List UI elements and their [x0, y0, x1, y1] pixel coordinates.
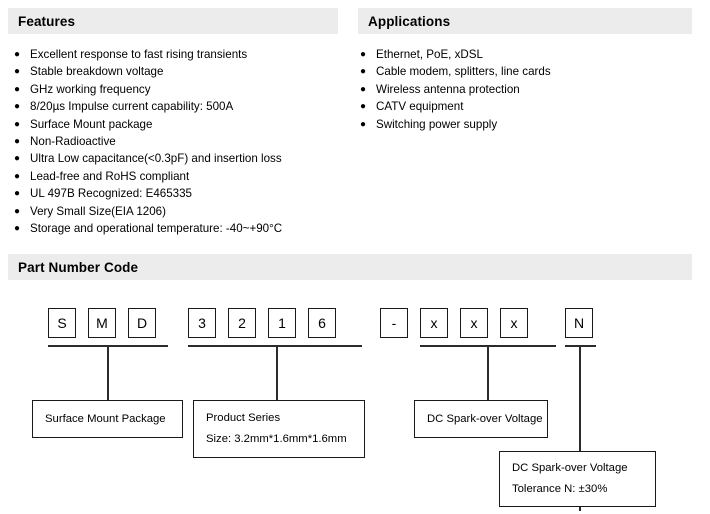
application-item: ● Wireless antenna protection — [360, 81, 700, 98]
leader-line-package — [107, 345, 109, 400]
bullet-dot-icon: ● — [14, 205, 21, 217]
part-number-char-box-voltage: x — [460, 308, 488, 338]
bullet-dot-icon: ● — [14, 66, 21, 78]
features-section-header: Features — [8, 8, 338, 34]
part-number-char-box-series: 1 — [268, 308, 296, 338]
bullet-dot-icon: ● — [14, 101, 21, 113]
bullet-dot-icon: ● — [14, 118, 21, 130]
feature-item-label: Very Small Size(EIA 1206) — [30, 204, 166, 218]
bracket-line-series — [188, 345, 362, 347]
bullet-dot-icon: ● — [360, 66, 367, 78]
part-number-char-box-tolerance: N — [565, 308, 593, 338]
callout-line: DC Spark-over Voltage — [427, 412, 543, 425]
callout-box-series: Product Series Size: 3.2mm*1.6mm*1.6mm — [193, 400, 365, 458]
feature-item-label: Stable breakdown voltage — [30, 65, 164, 79]
callout-line: Product Series — [206, 412, 281, 424]
part-number-char-box-package: S — [48, 308, 76, 338]
bullet-dot-icon: ● — [14, 83, 21, 95]
bullet-dot-icon: ● — [360, 118, 367, 130]
leader-line-tolerance — [579, 345, 581, 511]
callout-box-tolerance: DC Spark-over Voltage Tolerance N: ±30% — [499, 451, 656, 507]
bullet-dot-icon: ● — [360, 83, 367, 95]
part-number-char-box-series: 6 — [308, 308, 336, 338]
feature-item-label: Surface Mount package — [30, 117, 153, 131]
feature-item: ● Surface Mount package — [14, 116, 344, 133]
callout-line: Size: 3.2mm*1.6mm*1.6mm — [206, 433, 347, 445]
application-item-label: Cable modem, splitters, line cards — [376, 65, 551, 79]
part-number-char-box-series: 3 — [188, 308, 216, 338]
applications-section-header: Applications — [358, 8, 692, 34]
feature-item: ● Excellent response to fast rising trans… — [14, 46, 344, 63]
callout-line: Surface Mount Package — [45, 412, 166, 425]
bullet-dot-icon: ● — [360, 101, 367, 113]
leader-line-voltage — [487, 345, 489, 400]
feature-item: ● Lead-free and RoHS compliant — [14, 168, 344, 185]
callout-box-package: Surface Mount Package — [32, 400, 183, 438]
bullet-dot-icon: ● — [14, 170, 21, 182]
feature-item-label: Storage and operational temperature: -40… — [30, 222, 283, 236]
feature-item: ● Very Small Size(EIA 1206) — [14, 203, 344, 220]
part-number-code-section-header: Part Number Code — [8, 254, 692, 280]
application-item-label: Switching power supply — [376, 117, 498, 131]
feature-item-label: GHz working frequency — [30, 82, 151, 96]
part-number-char-box-series: 2 — [228, 308, 256, 338]
features-title: Features — [18, 13, 76, 29]
callout-line: Tolerance N: ±30% — [512, 483, 608, 495]
part-number-char-box-package: M — [88, 308, 116, 338]
applications-list: ● Ethernet, PoE, xDSL ● Cable modem, splitt… — [360, 46, 700, 133]
application-item-label: CATV equipment — [376, 100, 464, 114]
part-number-code-title: Part Number Code — [18, 259, 139, 275]
feature-item-label: Ultra Low capacitance(<0.3pF) and insert… — [30, 152, 282, 166]
feature-item: ● 8/20µs Impulse current capability: 500A — [14, 98, 344, 115]
feature-item: ● Storage and operational temperature: -4… — [14, 220, 344, 237]
application-item: ● Ethernet, PoE, xDSL — [360, 46, 700, 63]
part-number-char-box-voltage: x — [420, 308, 448, 338]
feature-item-label: Lead-free and RoHS compliant — [30, 169, 190, 183]
feature-item: ● UL 497B Recognized: E465335 — [14, 185, 344, 202]
application-item: ● Switching power supply — [360, 116, 700, 133]
callout-box-voltage: DC Spark-over Voltage — [414, 400, 548, 438]
feature-item: ● GHz working frequency — [14, 81, 344, 98]
application-item-label: Wireless antenna protection — [376, 82, 520, 96]
part-number-char-box-package: D — [128, 308, 156, 338]
applications-title: Applications — [368, 13, 451, 29]
bullet-dot-icon: ● — [14, 136, 21, 148]
feature-item: ● Non-Radioactive — [14, 133, 344, 150]
bullet-dot-icon: ● — [14, 223, 21, 235]
feature-item-label: UL 497B Recognized: E465335 — [30, 187, 193, 201]
bullet-dot-icon: ● — [14, 153, 21, 165]
feature-item-label: 8/20µs Impulse current capability: 500A — [30, 100, 234, 114]
application-item: ● Cable modem, splitters, line cards — [360, 63, 700, 80]
application-item-label: Ethernet, PoE, xDSL — [376, 48, 483, 61]
bullet-dot-icon: ● — [14, 49, 21, 60]
feature-item: ● Stable breakdown voltage — [14, 63, 344, 80]
callout-line: DC Spark-over Voltage — [512, 462, 628, 474]
application-item: ● CATV equipment — [360, 98, 700, 115]
part-number-char-box-voltage: x — [500, 308, 528, 338]
bullet-dot-icon: ● — [14, 188, 21, 200]
features-list: ● Excellent response to fast rising trans… — [14, 46, 344, 237]
part-number-char-box-separator: - — [380, 308, 408, 338]
feature-item: ● Ultra Low capacitance(<0.3pF) and inser… — [14, 150, 344, 167]
feature-item-label: Non-Radioactive — [30, 135, 116, 149]
leader-line-series — [276, 345, 278, 400]
bullet-dot-icon: ● — [360, 49, 367, 60]
feature-item-label: Excellent response to fast rising transi… — [30, 48, 248, 61]
